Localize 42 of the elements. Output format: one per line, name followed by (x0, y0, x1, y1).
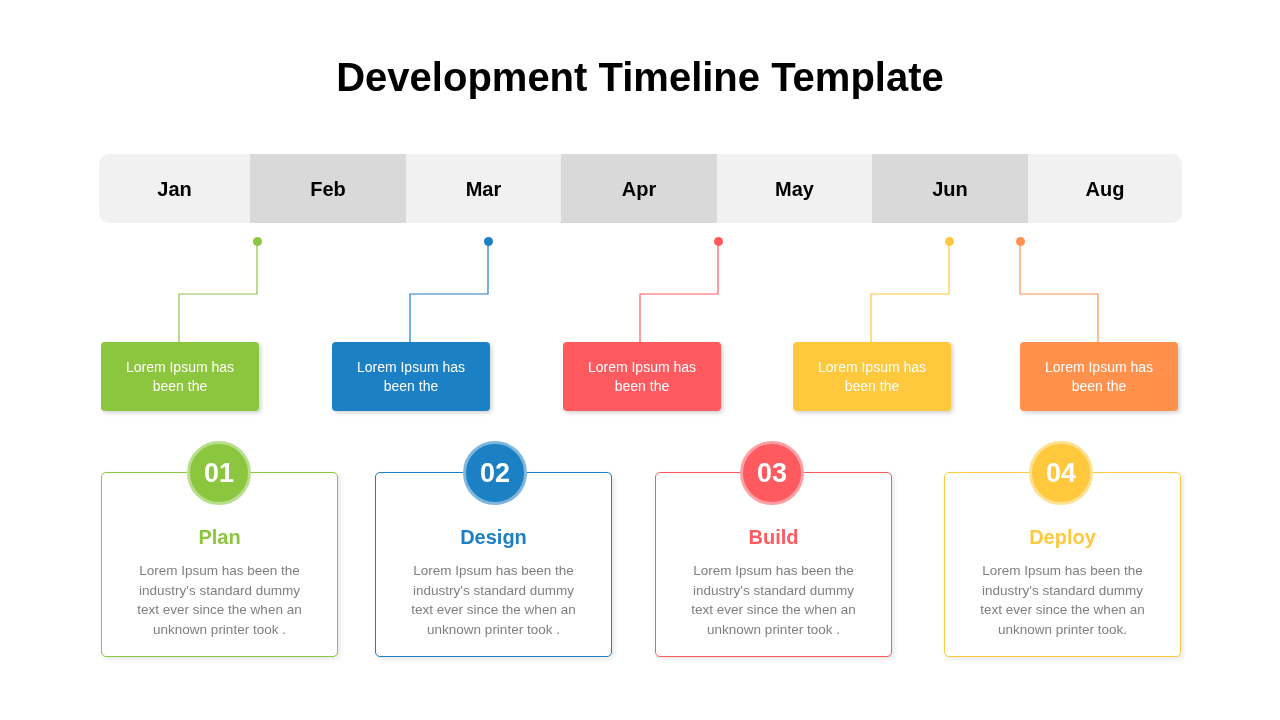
month-label: Aug (1085, 176, 1125, 201)
month-label: May (775, 176, 814, 201)
month-label: Feb (310, 176, 346, 201)
phase-description: Lorem Ipsum has been the industry's standard dummy text ever since the when an unknown printer took . (410, 562, 577, 639)
milestone-note (332, 342, 490, 411)
phase-description: Lorem Ipsum has been the industry's standard dummy text ever since the when an unknown printer took . (136, 562, 303, 639)
phase-title: Design (459, 525, 528, 549)
month-label: Mar (465, 176, 502, 201)
milestone-note (1020, 342, 1178, 411)
leader-line (639, 244, 719, 343)
month-label: Apr (621, 176, 657, 201)
note-text: Lorem Ipsum has been the (124, 357, 236, 396)
step-number: 04 (1045, 457, 1076, 489)
leader-line (1019, 244, 1099, 343)
month-segment (561, 154, 717, 223)
month-segment (872, 154, 1028, 223)
leader-line (870, 244, 950, 343)
page-title: Development Timeline Template (335, 54, 945, 101)
month-label: Jan (157, 176, 192, 201)
step-number: 01 (203, 457, 234, 489)
month-segment (717, 154, 872, 223)
milestone-note (563, 342, 721, 411)
month-label: Jun (932, 176, 968, 201)
leader-line (409, 244, 489, 343)
phase-description: Lorem Ipsum has been the industry's standard dummy text ever since the when an unknown printer took . (690, 562, 857, 639)
note-text: Lorem Ipsum has been the (816, 357, 928, 396)
note-text: Lorem Ipsum has been the (1043, 357, 1155, 396)
phase-description: Lorem Ipsum has been the industry's standard dummy text ever since the when an unknown printer took. (979, 562, 1146, 639)
month-segment (99, 154, 250, 223)
phase-title: Plan (197, 525, 242, 549)
leader-line (178, 244, 258, 343)
phase-title: Build (747, 525, 800, 549)
milestone-note (101, 342, 259, 411)
milestone-note (793, 342, 951, 411)
step-number: 02 (479, 457, 510, 489)
note-text: Lorem Ipsum has been the (355, 357, 467, 396)
phase-title: Deploy (1028, 525, 1097, 549)
month-segment (250, 154, 406, 223)
month-segment (1028, 154, 1182, 223)
month-segment (406, 154, 561, 223)
note-text: Lorem Ipsum has been the (586, 357, 698, 396)
step-number: 03 (756, 457, 787, 489)
